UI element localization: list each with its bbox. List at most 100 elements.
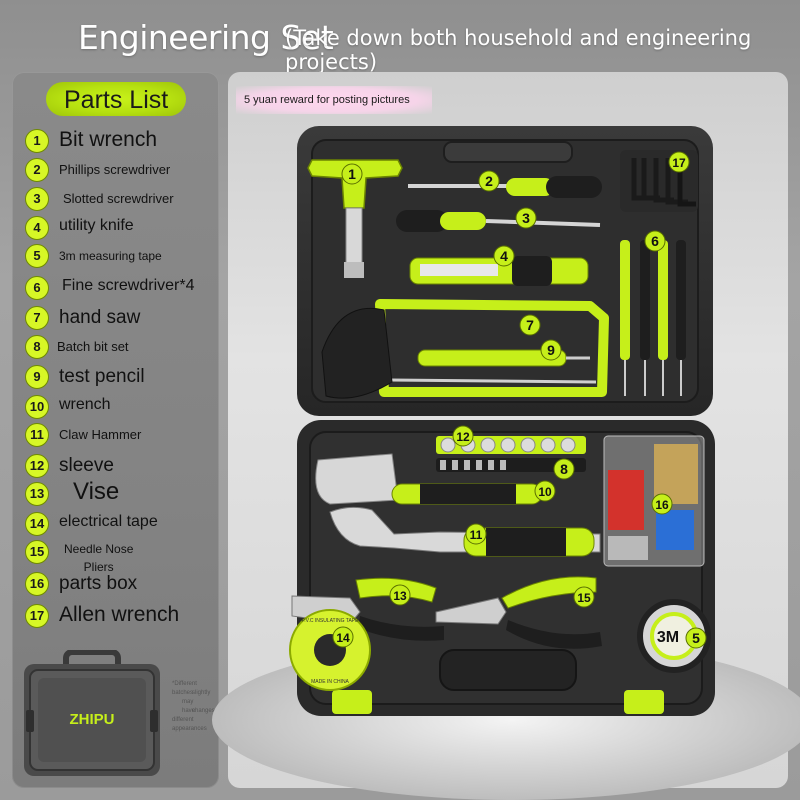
item-number-badge: 5 bbox=[25, 244, 49, 268]
batch-bit-set bbox=[436, 458, 586, 472]
item-label: Phillips screwdriver bbox=[59, 162, 171, 177]
test-pencil bbox=[417, 349, 590, 367]
callout-marker-label: 15 bbox=[577, 591, 591, 605]
item-label: Batch bit set bbox=[57, 339, 129, 354]
callout-marker bbox=[644, 230, 666, 252]
note-text: have bbox=[182, 708, 196, 714]
item-number-badge: 1 bbox=[25, 129, 49, 153]
case-brand: ZHIPU bbox=[70, 711, 115, 728]
callout-marker-label: 13 bbox=[393, 589, 407, 603]
item-number-badge: 10 bbox=[25, 395, 49, 419]
item-number-badge: 16 bbox=[25, 572, 49, 596]
callout-marker-label: 14 bbox=[336, 631, 350, 645]
slotted-screwdriver bbox=[396, 210, 601, 232]
page-title: Engineering Set bbox=[78, 18, 334, 57]
item-label: Bit wrench bbox=[59, 128, 158, 151]
item-number-badge: 3 bbox=[25, 187, 49, 211]
parts-list-heading: Parts List bbox=[46, 82, 186, 116]
item-label: hand saw bbox=[59, 307, 141, 328]
latch-left bbox=[332, 690, 372, 714]
item-label: Claw Hammer bbox=[59, 427, 142, 442]
item-label: Slotted screwdriver bbox=[63, 191, 174, 206]
callout-marker-label: 9 bbox=[547, 342, 555, 358]
measuring-tape: 3M bbox=[637, 599, 711, 673]
callout-marker bbox=[519, 314, 541, 336]
item-number-badge: 12 bbox=[25, 454, 49, 478]
item-label: parts box bbox=[59, 573, 138, 594]
hacksaw bbox=[321, 299, 609, 399]
allen-wrench-set bbox=[620, 150, 698, 212]
callout-marker bbox=[465, 523, 487, 545]
item-number-badge: 8 bbox=[25, 335, 49, 359]
callout-marker bbox=[478, 170, 500, 192]
callout-marker bbox=[553, 458, 575, 480]
electrical-tape: P.V.C INSULATING TAPE MADE IN CHINA bbox=[289, 609, 371, 691]
callout-marker-label: 4 bbox=[500, 248, 508, 264]
note-text: appearances bbox=[172, 726, 207, 732]
callout-marker bbox=[452, 425, 474, 447]
note-text: changes bbox=[192, 708, 215, 714]
note-text: different bbox=[172, 717, 194, 723]
case-handle bbox=[439, 649, 577, 691]
callout-marker bbox=[573, 586, 595, 608]
latch-right bbox=[624, 690, 664, 714]
item-label: Fine screwdriver*4 bbox=[62, 277, 195, 294]
callout-marker-label: 1 bbox=[348, 166, 356, 182]
callout-marker-label: 12 bbox=[456, 430, 470, 444]
callout-marker bbox=[493, 245, 515, 267]
tape-label: P.V.C INSULATING TAPE bbox=[302, 618, 360, 624]
reward-banner bbox=[236, 86, 432, 114]
callout-marker-label: 8 bbox=[560, 461, 568, 477]
utility-knife bbox=[409, 256, 589, 286]
case-thumbnail: ZHIPU bbox=[24, 650, 160, 776]
item-label: 3m measuring tape bbox=[59, 249, 162, 263]
callout-marker-label: 10 bbox=[538, 485, 552, 499]
callout-marker bbox=[540, 339, 562, 361]
page-subtitle: (Take down both household and engineerin… bbox=[285, 26, 752, 74]
item-number-badge: 13 bbox=[25, 482, 49, 506]
callout-marker bbox=[668, 151, 690, 173]
callout-marker bbox=[685, 627, 707, 649]
item-number-badge: 7 bbox=[25, 306, 49, 330]
item-number-badge: 17 bbox=[25, 604, 49, 628]
callout-marker bbox=[651, 493, 673, 515]
item-label: Vise bbox=[73, 478, 120, 505]
adjustable-wrench bbox=[329, 506, 601, 557]
item-number-badge: 15 bbox=[25, 540, 49, 564]
item-label: test pencil bbox=[59, 366, 145, 387]
item-number-badge: 9 bbox=[25, 365, 49, 389]
item-number-badge: 6 bbox=[25, 276, 49, 300]
callout-marker bbox=[332, 626, 354, 648]
parts-list-heading-text: Parts List bbox=[64, 86, 169, 114]
item-label: Allen wrench bbox=[59, 603, 180, 626]
note-text: slightly bbox=[192, 690, 211, 696]
needle-nose-pliers bbox=[435, 576, 602, 649]
item-label: wrench bbox=[59, 396, 111, 413]
item-number-badge: 4 bbox=[25, 216, 49, 240]
callout-marker-label: 17 bbox=[672, 156, 686, 170]
note-text: may bbox=[182, 699, 194, 705]
callout-marker-label: 7 bbox=[526, 317, 534, 333]
appearance-note: *Different batches slightly may have cha… bbox=[172, 680, 216, 734]
callout-marker-label: 11 bbox=[470, 528, 483, 542]
item-number-badge: 11 bbox=[25, 423, 49, 447]
tape-brand: 3M bbox=[657, 629, 679, 646]
item-label: sleeve bbox=[59, 455, 114, 476]
item-label: Needle Nose Pliers bbox=[64, 542, 134, 574]
note-text: batches bbox=[172, 690, 194, 696]
socket-sleeve-set bbox=[436, 436, 586, 454]
fine-screwdriver-set bbox=[620, 240, 686, 396]
callout-marker-label: 2 bbox=[485, 173, 493, 189]
item-number-badge: 2 bbox=[25, 158, 49, 182]
note-text: *Different bbox=[172, 681, 197, 687]
callout-marker bbox=[534, 480, 556, 502]
callout-marker-label: 3 bbox=[522, 210, 530, 226]
callout-marker bbox=[341, 163, 363, 185]
callout-marker bbox=[515, 207, 537, 229]
lid-handle-slot bbox=[443, 141, 573, 163]
tape-origin: MADE IN CHINA bbox=[311, 679, 349, 685]
reward-text: 5 yuan reward for posting pictures bbox=[244, 94, 410, 106]
item-label: electrical tape bbox=[59, 513, 158, 530]
